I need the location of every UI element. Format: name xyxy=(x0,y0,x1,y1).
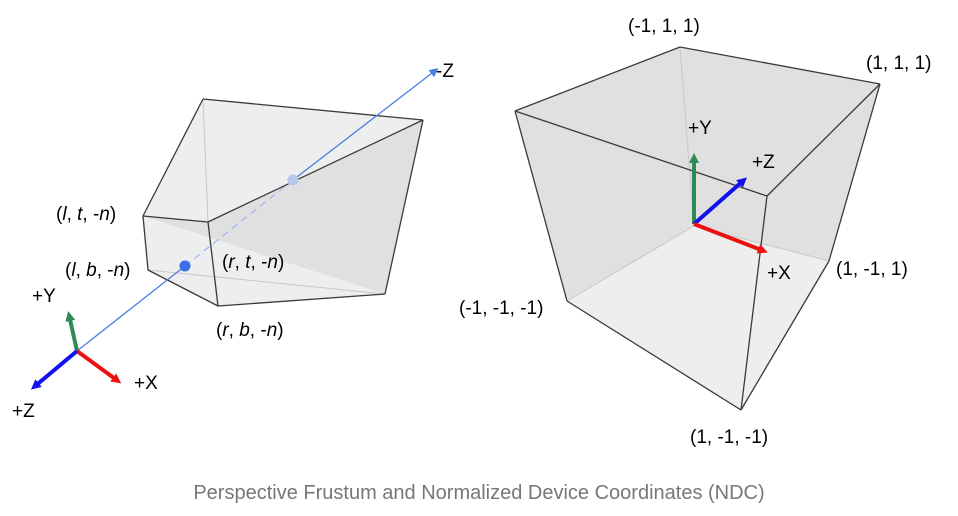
frustum-side-face xyxy=(208,120,423,306)
frustum-hidden-edge xyxy=(202,98,209,223)
ndc-hidden-edge xyxy=(679,46,695,227)
frustum-near-face xyxy=(143,216,218,306)
ndc-x-axis-arrow xyxy=(693,222,768,254)
ndc-edge xyxy=(740,260,830,411)
ndc-edge xyxy=(514,110,568,302)
frustum-edge-rb xyxy=(217,293,386,307)
ndc-cube: (-1, 1, 1) (1, 1, 1) (1, -1, 1) (-1, -1,… xyxy=(459,16,931,448)
ndc-back-face xyxy=(680,47,880,261)
ndc-top-face xyxy=(515,47,880,196)
ndc-corner-label: (-1, 1, 1) xyxy=(628,16,700,37)
ndc-corner-label: (1, -1, 1) xyxy=(836,259,908,280)
perspective-frustum: -Z (l, t, -n) (l, b, -n) (r, t, -n) (r, … xyxy=(12,61,454,422)
frustum-x-axis-label: +X xyxy=(134,373,158,394)
ndc-edge xyxy=(514,110,768,197)
ndc-edge xyxy=(740,195,768,411)
frustum-far-top-edge xyxy=(202,98,424,121)
frustum-y-axis-label: +Y xyxy=(32,286,56,307)
frustum-x-axis-arrow xyxy=(75,349,122,384)
ndc-x-axis-label: +X xyxy=(767,263,791,284)
corner-label-lb: (l, b, -n) xyxy=(65,260,131,281)
near-plane-center-dot xyxy=(179,260,191,272)
corner-label-rt: (r, t, -n) xyxy=(222,252,284,273)
ndc-hidden-edge xyxy=(566,225,695,302)
corner-label-rb: (r, b, -n) xyxy=(216,320,284,341)
frustum-hidden-edge xyxy=(147,269,386,295)
neg-z-label: -Z xyxy=(436,61,454,82)
frustum-z-axis-label: +Z xyxy=(12,401,35,422)
figure-caption: Perspective Frustum and Normalized Devic… xyxy=(193,482,764,504)
ndc-right-face xyxy=(741,84,880,410)
ndc-corner-label: (-1, -1, -1) xyxy=(459,298,543,319)
ndc-y-axis-label: +Y xyxy=(688,118,712,139)
ndc-corner-label: (1, -1, -1) xyxy=(690,427,768,448)
ndc-front-face xyxy=(515,111,767,410)
ndc-left-face xyxy=(515,47,694,301)
frustum-z-axis-arrow xyxy=(30,349,79,390)
ndc-edge xyxy=(766,83,881,197)
view-ray-near xyxy=(76,265,186,352)
neg-z-arrow xyxy=(292,68,439,181)
ndc-edge xyxy=(514,46,681,112)
frustum-edge-lt xyxy=(142,98,204,217)
frustum-edge-rt xyxy=(207,119,424,223)
ndc-z-axis-arrow xyxy=(692,177,748,226)
far-plane-center-dot xyxy=(287,174,299,186)
frustum-y-axis-arrow xyxy=(65,311,79,352)
ndc-z-axis-label: +Z xyxy=(752,152,775,173)
ndc-edge xyxy=(679,46,881,85)
frustum-far-face xyxy=(143,99,423,294)
corner-label-lt: (l, t, -n) xyxy=(56,204,116,225)
ndc-edge xyxy=(828,83,881,262)
ndc-edge xyxy=(566,300,742,411)
ndc-corner-label: (1, 1, 1) xyxy=(866,53,931,74)
frustum-far-right-edge xyxy=(384,119,424,295)
